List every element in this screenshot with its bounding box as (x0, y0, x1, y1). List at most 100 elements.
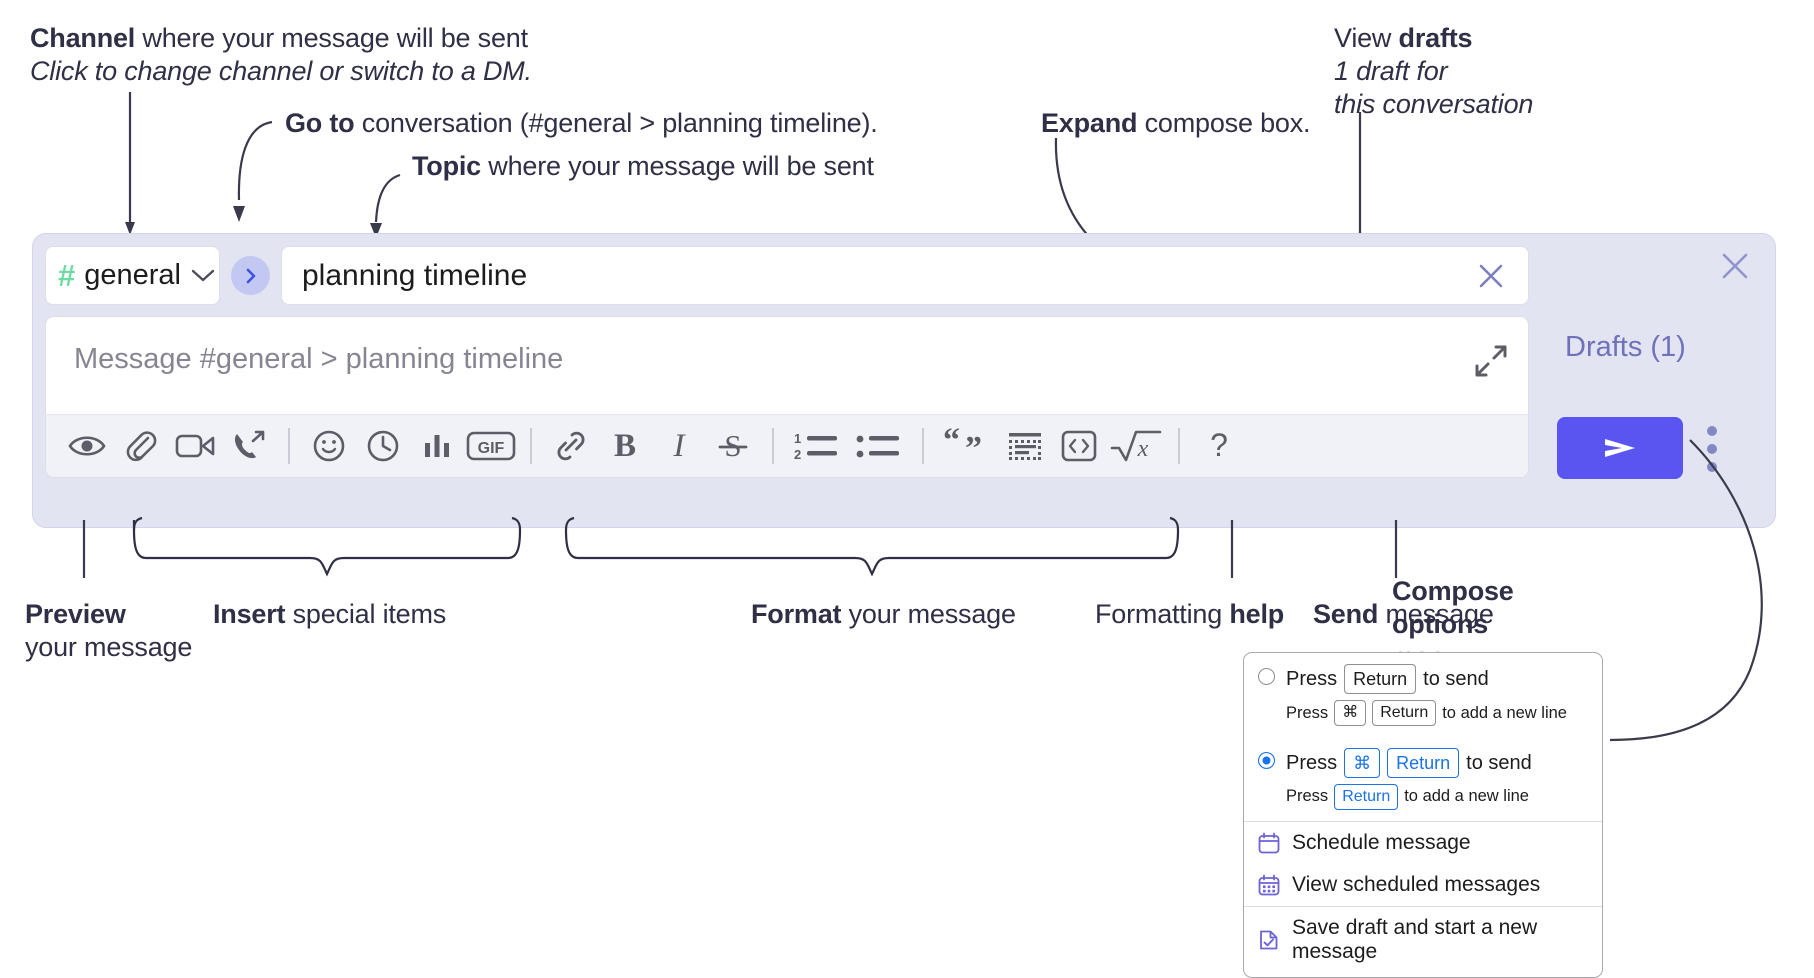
code-block-icon[interactable] (998, 419, 1052, 473)
panel-close-icon[interactable] (1717, 248, 1753, 284)
key-command: ⌘ (1334, 700, 1367, 726)
math-icon[interactable]: x (1106, 419, 1166, 473)
topic-value: planning timeline (302, 258, 528, 292)
help-icon[interactable]: ? (1192, 419, 1246, 473)
menu-option-return-to-send[interactable]: Press Return to send (1244, 653, 1602, 695)
key-return: Return (1372, 700, 1437, 726)
svg-text:“: “ (943, 422, 960, 459)
gif-icon[interactable]: GIF (464, 419, 518, 473)
menu-item-save-draft[interactable]: Save draft and start a new message (1244, 907, 1602, 977)
annotation-formatting-help: Formatting help (1095, 598, 1284, 631)
kebab-dot (1707, 426, 1717, 436)
annotation-goto: Go to conversation (#general > planning … (285, 107, 878, 140)
toolbar-separator (922, 428, 924, 464)
italic-icon[interactable]: I (652, 419, 706, 473)
annotation-format-bold: Format (751, 599, 842, 629)
message-input[interactable]: Message #general > planning timeline (46, 317, 1528, 414)
compose-right-column: Drafts (1) (1527, 234, 1775, 529)
strike-label: S (724, 428, 741, 463)
menu-option-cmd-return-to-send[interactable]: Press ⌘ Return to send (1244, 737, 1602, 779)
annotation-channel-italic: Click to change channel or switch to a D… (30, 55, 532, 86)
channel-selector[interactable]: # general (45, 246, 220, 305)
strikethrough-icon[interactable]: S (706, 419, 760, 473)
chevron-down-icon (190, 268, 216, 284)
annotation-goto-rest: conversation (#general > planning timeli… (354, 108, 878, 138)
drafts-link[interactable]: Drafts (1) (1565, 331, 1686, 363)
key-command: ⌘ (1344, 747, 1381, 779)
opt1-post: to send (1423, 667, 1489, 690)
expand-icon[interactable] (1474, 344, 1508, 378)
menu-divider (1244, 905, 1602, 907)
radio-return-to-send[interactable] (1258, 668, 1275, 685)
opt2-sub-post: to add a new line (1404, 787, 1529, 806)
menu-divider (1244, 820, 1602, 822)
annotation-expand: Expand compose box. (1041, 107, 1311, 140)
kebab-dot (1707, 444, 1717, 454)
annotation-drafts-italic2: this conversation (1334, 88, 1534, 119)
opt2-sub-pre: Press (1286, 787, 1329, 806)
annotation-channel-bold: Channel (30, 23, 136, 53)
key-return: Return (1387, 747, 1460, 779)
svg-text:x: x (1137, 436, 1149, 462)
opt2-pre: Press (1286, 751, 1338, 774)
compose-panel: # general planning timeline Message #gen… (32, 233, 1776, 528)
opt2-post: to send (1466, 751, 1532, 774)
annotation-send-bold: Send (1313, 599, 1379, 629)
annotation-drafts-pre: View (1334, 23, 1399, 53)
bold-icon[interactable]: B (598, 419, 652, 473)
menu-item-view-scheduled-messages[interactable]: View scheduled messages (1244, 864, 1602, 906)
hash-icon: # (58, 258, 76, 293)
calendar-grid-icon (1258, 874, 1280, 896)
annotation-insert-rest: special items (285, 599, 447, 629)
annotation-send-rest: message (1378, 599, 1494, 629)
svg-text:1: 1 (794, 431, 801, 446)
bulleted-list-icon[interactable] (848, 419, 910, 473)
menu-option-return-sub: Press ⌘ Return to add a new line (1244, 694, 1602, 737)
compose-options-button[interactable] (1707, 426, 1717, 472)
send-icon (1605, 439, 1635, 457)
radio-cmd-return-to-send[interactable] (1258, 751, 1275, 769)
compose-header: # general planning timeline (45, 246, 1529, 305)
channel-name-label: general (84, 259, 181, 291)
call-icon[interactable] (222, 419, 276, 473)
emoji-icon[interactable] (302, 419, 356, 473)
toolbar-separator (772, 428, 774, 464)
annotation-insert-bold: Insert (213, 599, 286, 629)
annotation-channel: Channel where your message will be sent … (30, 22, 532, 88)
annotation-expand-bold: Expand (1041, 108, 1138, 138)
annotation-drafts-bold: drafts (1398, 23, 1473, 53)
annotation-preview-bold: Preview (25, 599, 126, 629)
leader-lines-bottom (82, 516, 1398, 578)
svg-text:”: ” (965, 430, 982, 467)
annotation-format: Format your message (751, 598, 1016, 631)
annotation-topic: Topic where your message will be sent (412, 150, 874, 183)
code-icon[interactable] (1052, 419, 1106, 473)
menu-item-label: Save draft and start a new message (1292, 915, 1538, 963)
bold-label: B (614, 428, 636, 464)
menu-item-label: Schedule message (1292, 830, 1471, 854)
link-icon[interactable] (544, 419, 598, 473)
toolbar-separator (530, 428, 532, 464)
goto-conversation-button[interactable] (231, 256, 270, 295)
annotation-insert: Insert special items (213, 598, 446, 631)
video-icon[interactable] (168, 419, 222, 473)
poll-icon[interactable] (410, 419, 464, 473)
annotation-compose-bold1: Compose (1392, 576, 1514, 606)
send-button[interactable] (1557, 417, 1683, 479)
topic-field[interactable]: planning timeline (281, 246, 1529, 305)
menu-item-schedule-message[interactable]: Schedule message (1244, 822, 1602, 864)
calendar-icon (1258, 832, 1280, 854)
close-icon[interactable] (1470, 255, 1512, 297)
save-draft-icon (1258, 929, 1280, 951)
attachment-icon[interactable] (114, 419, 168, 473)
clock-icon[interactable] (356, 419, 410, 473)
help-label: ? (1210, 427, 1228, 463)
blockquote-icon[interactable]: “” (936, 419, 998, 473)
annotation-drafts-italic1: 1 draft for (1334, 55, 1448, 86)
annotation-format-rest: your message (841, 599, 1016, 629)
formatting-toolbar: GIF B I S (46, 414, 1528, 477)
preview-icon[interactable] (60, 419, 114, 473)
italic-label: I (673, 428, 687, 464)
leader-line-compose-options (1609, 439, 1763, 742)
